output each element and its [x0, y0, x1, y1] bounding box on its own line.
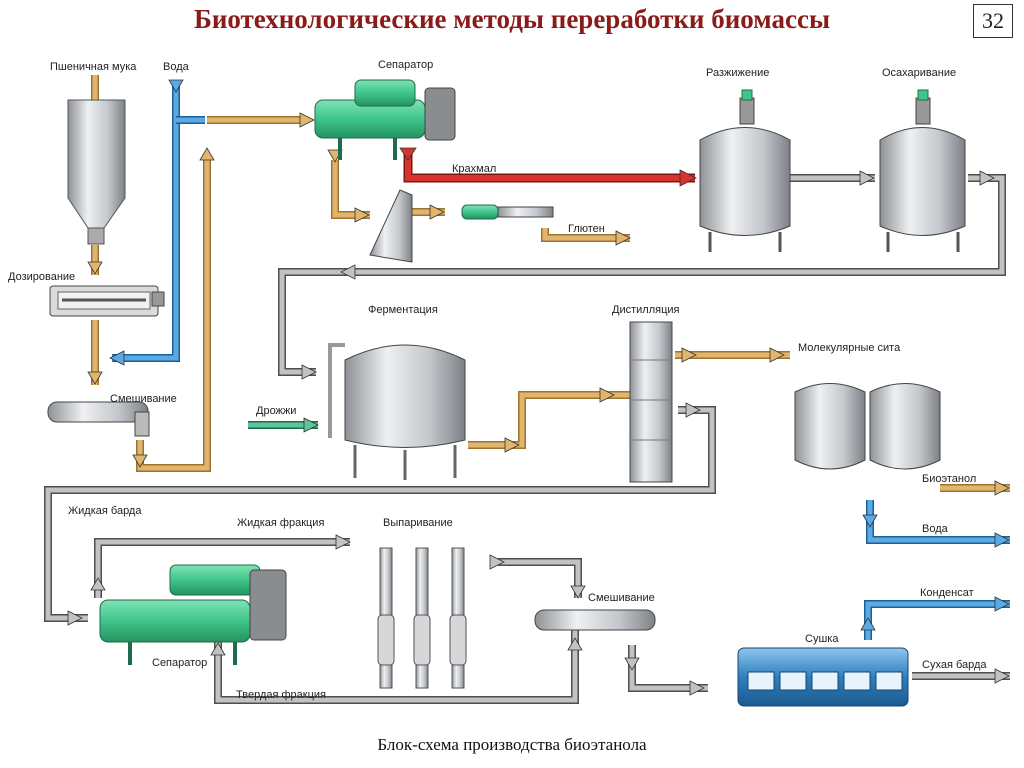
molecular-sieves [794, 383, 941, 470]
label-molecular-sieves: Молекулярные сита [798, 342, 901, 354]
liquefaction-tank [699, 89, 791, 252]
label-condensate: Конденсат [920, 587, 974, 599]
slide-title: Биотехнологические методы переработки би… [193, 4, 831, 34]
label-mixing-bottom: Смешивание [588, 592, 655, 604]
label-gluten: Глютен [568, 223, 605, 235]
gluten-pump [461, 204, 554, 220]
gluten-screen [369, 189, 413, 263]
label-distillation: Дистилляция [612, 304, 680, 316]
dosing-unit [49, 285, 165, 317]
page-number: 32 [973, 4, 1013, 38]
label-separator-bottom: Сепаратор [152, 657, 207, 669]
label-water-out: Вода [922, 523, 949, 535]
label-solid-fraction: Твердая фракция [236, 689, 326, 701]
mixing-unit-bottom [534, 609, 656, 631]
label-bioethanol: Биоэтанол [922, 473, 976, 485]
arrowheads [67, 79, 1010, 696]
label-evaporation: Выпаривание [383, 517, 453, 529]
label-liquid-stillage: Жидкая барда [68, 505, 142, 517]
label-yeast: Дрожжи [256, 405, 296, 417]
dryer [737, 647, 909, 707]
label-starch: Крахмал [452, 163, 496, 175]
pipes [44, 75, 1010, 704]
distillation-column [629, 321, 673, 483]
label-drying: Сушка [805, 633, 839, 645]
label-fermentation: Ферментация [368, 304, 438, 316]
flour-hopper [67, 99, 126, 245]
label-mixing-top: Смешивание [110, 393, 177, 405]
separator-top [314, 79, 456, 160]
water-pipe [112, 80, 205, 362]
label-wheat-flour: Пшеничная мука [50, 61, 137, 73]
label-dosing: Дозирование [8, 271, 75, 283]
label-water-in: Вода [163, 61, 190, 73]
label-separator-top: Сепаратор [378, 59, 433, 71]
fermentation-tank [328, 343, 466, 480]
label-liquefaction: Разжижение [706, 67, 769, 79]
figure-caption: Блок-схема производства биоэтанола [377, 735, 647, 754]
diagram-labels: Пшеничная мука Вода Сепаратор Крахмал Гл… [8, 59, 987, 701]
flour-pipe [91, 75, 630, 472]
label-dry-stillage: Сухая барда [922, 659, 987, 671]
evaporators [377, 547, 467, 689]
mixing-unit-top [47, 401, 150, 437]
label-liquid-fraction: Жидкая фракция [237, 517, 324, 529]
saccharification-tank [879, 89, 966, 252]
separator-bottom [99, 564, 287, 665]
label-saccharification: Осахаривание [882, 67, 956, 79]
water-out-pipe [864, 500, 1010, 640]
